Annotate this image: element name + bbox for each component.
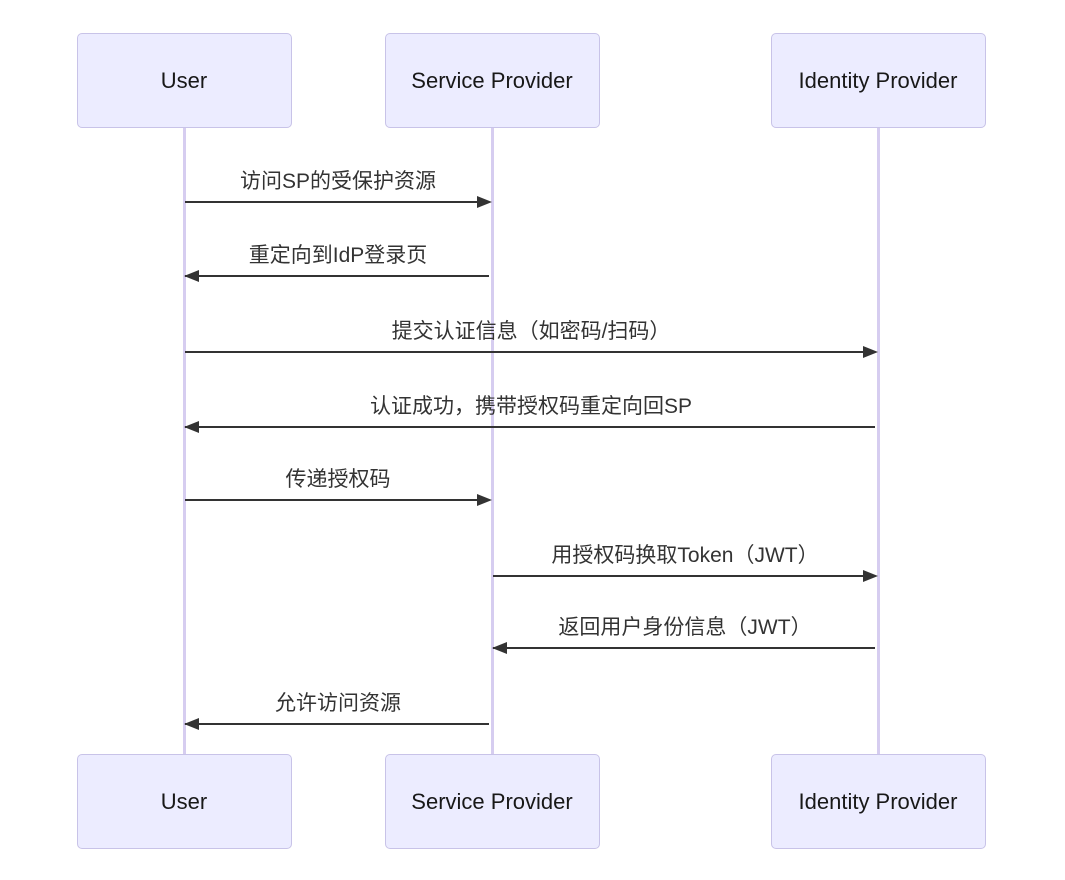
arrowhead-icon [492,642,507,654]
message-arrow-line [493,575,875,577]
message-label: 访问SP的受保护资源 [239,169,436,193]
message-arrow-line [185,426,875,428]
actor-label: Service Provider [411,788,573,814]
arrowhead-icon [184,421,199,433]
lifeline-user [182,128,186,755]
arrowhead-icon [184,718,199,730]
message-label: 返回用户身份信息（JWT） [558,615,812,639]
lifeline-sp [490,128,494,755]
actor-box-top-idp: Identity Provider [770,33,986,128]
arrowhead-icon [863,570,878,582]
actor-label: User [160,788,208,814]
arrowhead-icon [863,346,878,358]
actor-box-bottom-sp: Service Provider [384,754,600,849]
message-arrow-line [185,351,875,353]
message-arrow-line [493,647,875,649]
arrowhead-icon [477,494,492,506]
actor-box-top-user: User [76,33,292,128]
arrowhead-icon [477,196,492,208]
message-label: 用授权码换取Token（JWT） [551,543,819,567]
message-label: 重定向到IdP登录页 [248,243,428,267]
message-arrow-line [185,201,489,203]
message-label: 提交认证信息（如密码/扫码） [391,319,671,343]
actor-label: Identity Provider [798,67,958,93]
message-label: 认证成功，携带授权码重定向回SP [369,394,692,418]
lifeline-idp [876,128,880,755]
actor-label: Identity Provider [798,788,958,814]
actor-label: User [160,67,208,93]
actor-box-top-sp: Service Provider [384,33,600,128]
message-arrow-line [185,499,489,501]
actor-label: Service Provider [411,67,573,93]
actor-box-bottom-idp: Identity Provider [770,754,986,849]
actor-box-bottom-user: User [76,754,292,849]
message-label: 传递授权码 [285,467,391,491]
message-arrow-line [185,723,489,725]
message-arrow-line [185,275,489,277]
arrowhead-icon [184,270,199,282]
message-label: 允许访问资源 [275,691,401,715]
